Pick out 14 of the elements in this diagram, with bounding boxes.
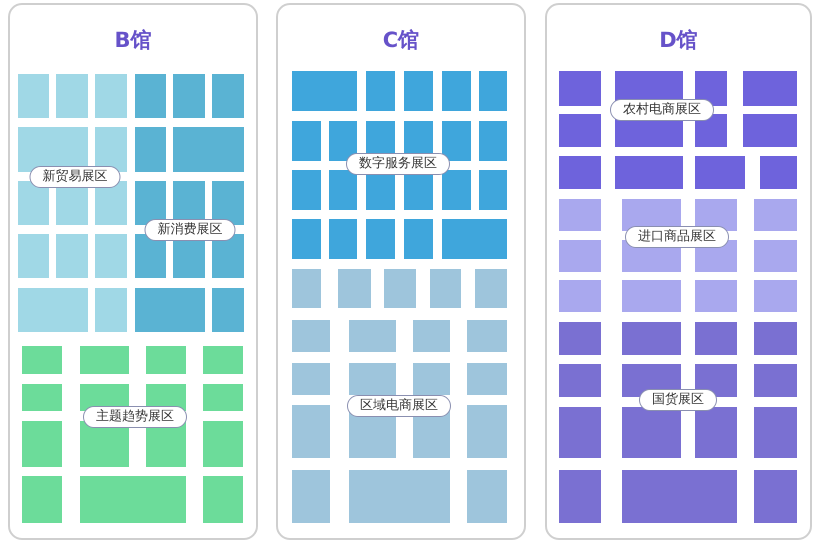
hall-panel <box>8 3 258 540</box>
zone-label: 区域电商展区 <box>347 395 451 417</box>
zone-label: 新消费展区 <box>144 219 236 241</box>
hall-panel <box>545 3 812 540</box>
zone-label: 主题趋势展区 <box>83 406 187 428</box>
zone-label: 国货展区 <box>639 389 717 411</box>
hall-title: D馆 <box>659 27 698 53</box>
hall-panel <box>276 3 526 540</box>
zone-label: 进口商品展区 <box>625 226 729 248</box>
hall-title: B馆 <box>114 27 152 53</box>
zone-label: 农村电商展区 <box>610 99 714 121</box>
zone-label: 新贸易展区 <box>30 166 120 188</box>
zone-label: 数字服务展区 <box>346 153 450 175</box>
hall-title: C馆 <box>382 27 420 53</box>
